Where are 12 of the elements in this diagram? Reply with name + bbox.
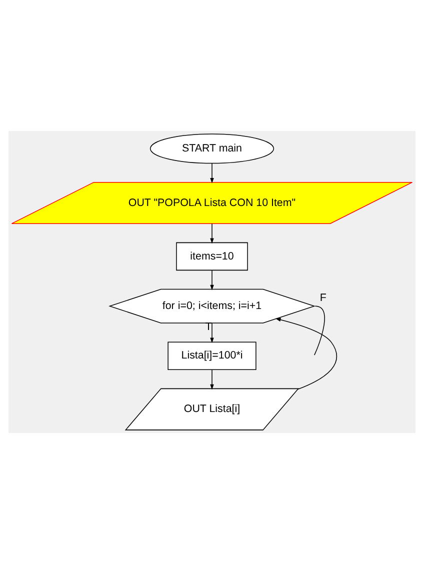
node-box: items=10 bbox=[176, 242, 248, 270]
edge-label: T bbox=[205, 320, 212, 332]
arrow bbox=[275, 317, 338, 390]
node-ellipse: START main bbox=[150, 133, 274, 164]
arrow bbox=[210, 322, 214, 343]
arrow bbox=[210, 269, 214, 290]
arrow bbox=[210, 162, 214, 183]
arrow bbox=[210, 222, 214, 244]
arrow bbox=[210, 368, 214, 390]
connector bbox=[314, 305, 325, 355]
edge-label: F bbox=[320, 291, 326, 304]
node-box: Lista[i]=100*i bbox=[168, 341, 256, 370]
